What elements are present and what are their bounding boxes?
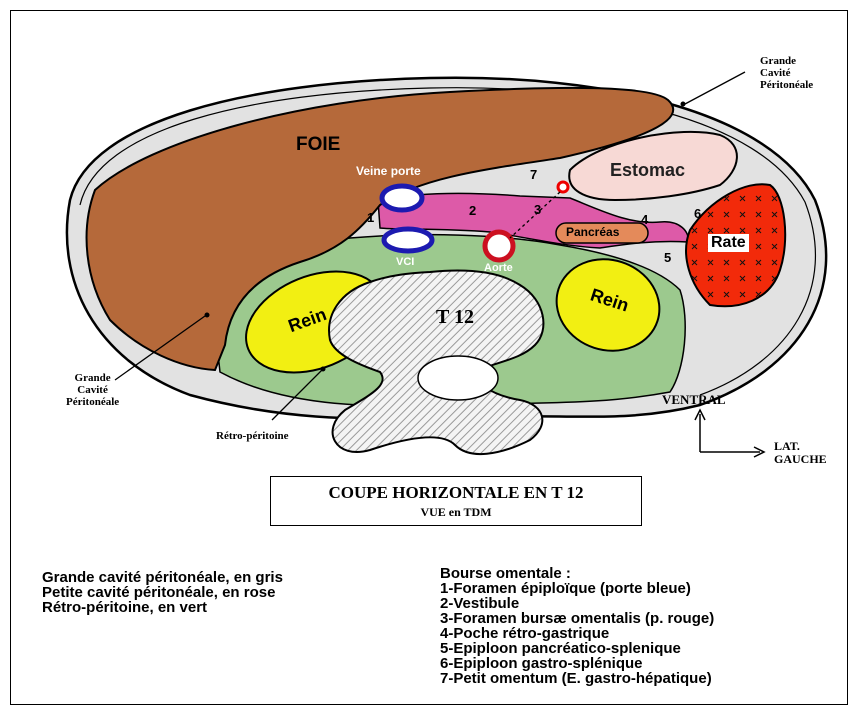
legend-item: Grande cavité péritonéale, en gris [42,570,283,585]
vertebra-label: T 12 [436,306,474,329]
ivc [384,229,432,251]
retro-peritoine-label: Rétro-péritoine [216,430,289,442]
portal-vein-label: Veine porte [356,164,421,178]
legend-item: 6-Epiploon gastro-splénique [440,656,714,671]
legend-item: 3-Foramen bursæ omentalis (p. rouge) [440,611,714,626]
title-main: COUPE HORIZONTALE EN T 12 [271,483,641,503]
number-6: 6 [694,206,701,221]
number-4: 4 [641,212,648,227]
number-2: 2 [469,203,476,218]
foramen-bursae-marker [558,182,568,192]
number-5: 5 [664,250,671,265]
legend-item: 4-Poche rétro-gastrique [440,626,714,641]
liver-label: FOIE [296,134,340,156]
legend-colors: Grande cavité péritonéale, en gris Petit… [42,570,283,615]
legend-bourse-omentale: Bourse omentale : 1-Foramen épiploïque (… [440,566,714,686]
lateral-label: LAT. GAUCHE [774,440,827,466]
legend-title: Bourse omentale : [440,566,714,581]
title-box: COUPE HORIZONTALE EN T 12 VUE en TDM [270,476,642,526]
ivc-label: VCI [396,256,414,268]
portal-vein [382,186,422,210]
stomach-label: Estomac [610,160,685,181]
legend-item: 5-Epiploon pancréatico-splenique [440,641,714,656]
title-sub: VUE en TDM [271,505,641,520]
legend-item: Petite cavité péritonéale, en rose [42,585,283,600]
legend-item: Rétro-péritoine, en vert [42,600,283,615]
number-7: 7 [530,167,537,182]
legend-item: 7-Petit omentum (E. gastro-hépatique) [440,671,714,686]
grande-cavite-left-label: Grande Cavité Péritonéale [66,372,119,408]
legend-item: 2-Vestibule [440,596,714,611]
number-3: 3 [534,202,541,217]
spleen-label: Rate [708,234,749,252]
ventral-label: VENTRAL [662,392,726,408]
pancreas-label: Pancréas [566,225,619,239]
aorta-label: Aorte [484,262,513,274]
number-1: 1 [367,210,374,225]
aorta [485,232,513,260]
vertebral-canal [418,356,498,400]
legend-item: 1-Foramen épiploïque (porte bleue) [440,581,714,596]
grande-cavite-top-label: Grande Cavité Péritonéale [760,55,813,91]
